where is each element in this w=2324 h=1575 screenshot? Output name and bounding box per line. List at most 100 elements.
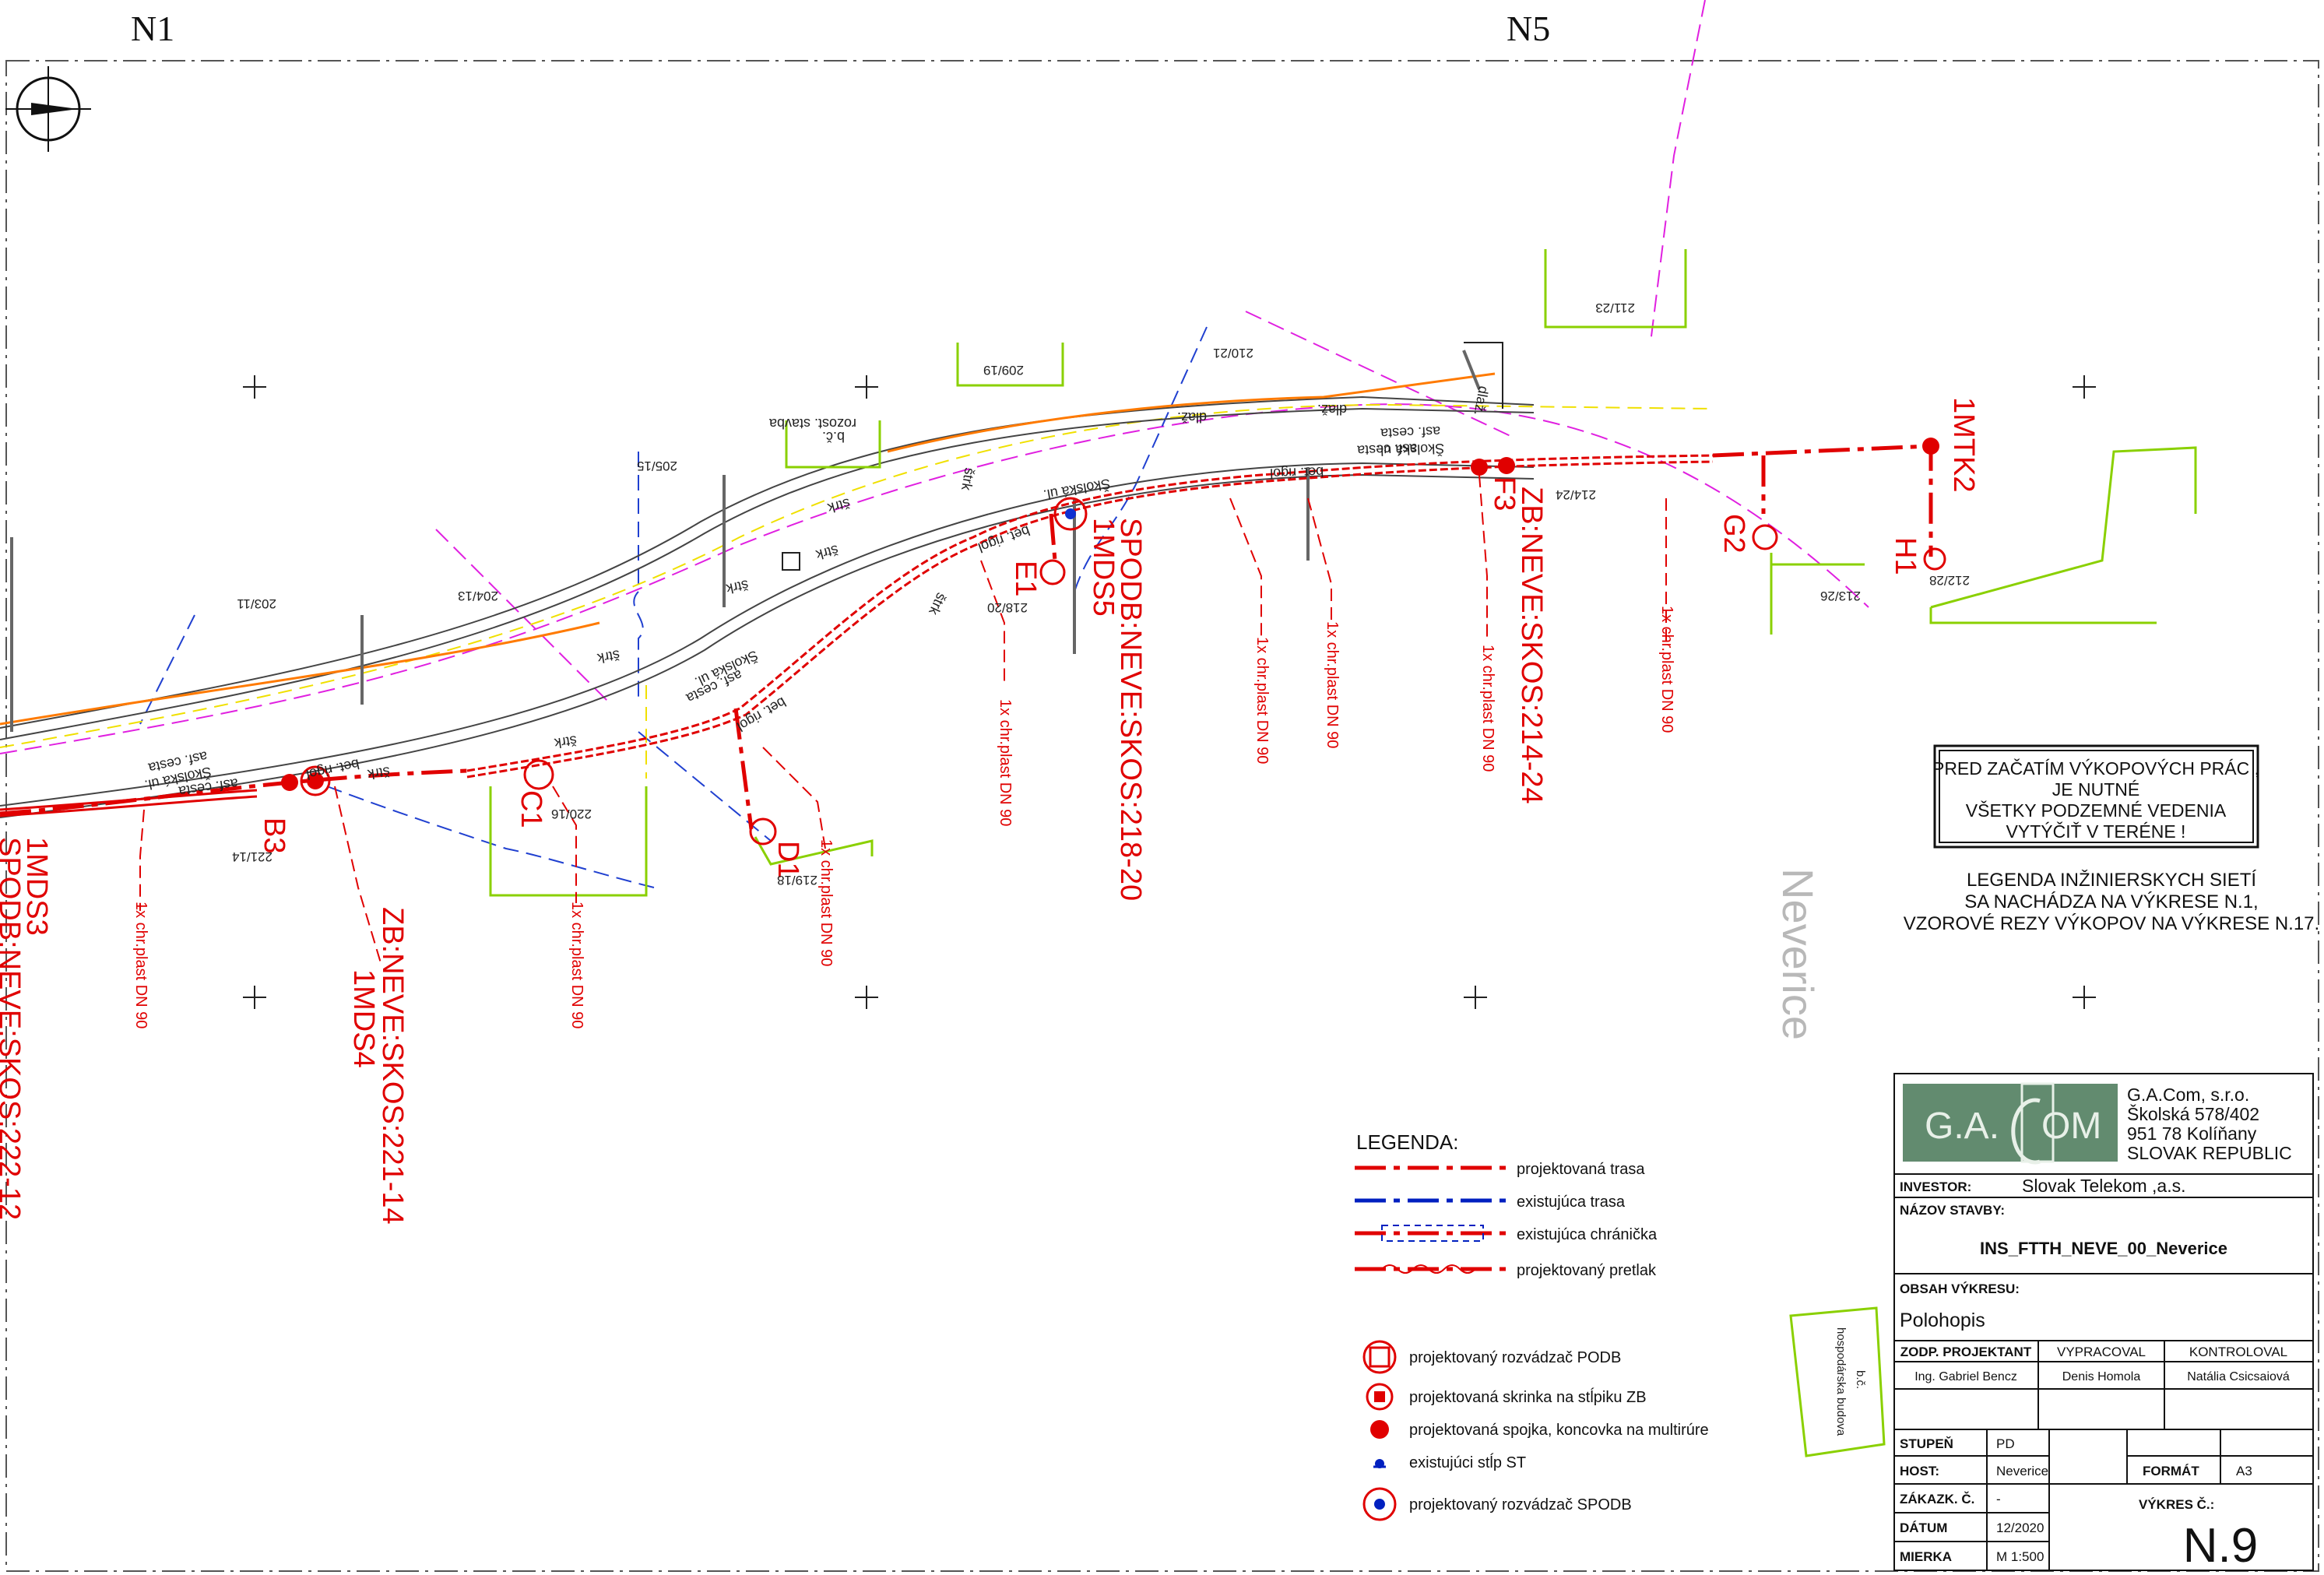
parcel-boundaries [489,249,2197,1457]
svg-text:existujúci stĺp ST: existujúci stĺp ST [1409,1453,1526,1471]
pipe-labels: 1x chr.plast DN 90 1x chr.plast DN 90 1x… [132,606,1675,1028]
svg-text:221/14: 221/14 [232,849,272,864]
road-edges [0,396,1535,818]
svg-text:Školská ul.: Školská ul. [1376,441,1445,459]
company-address: Školská 578/402 [2127,1103,2259,1124]
svg-text:203/11: 203/11 [237,596,276,611]
svg-text:220/16: 220/16 [551,807,592,821]
legend-title: LEGENDA: [1356,1130,1459,1154]
label-g2: G2 [1718,514,1750,554]
svg-text:VZOROVÉ REZY VÝKOPOV NA VÝKRES: VZOROVÉ REZY VÝKOPOV NA VÝKRESE N.17. [1904,913,2319,934]
row-value-stage: PD [1996,1436,2015,1451]
existing-utility-yellow [0,403,1714,779]
svg-text:219/18: 219/18 [777,873,817,888]
pipe-label: 1x chr.plast DN 90 [1253,637,1271,764]
svg-text:218/20: 218/20 [987,600,1028,615]
row-label-host: HOST: [1900,1464,1939,1478]
pipe-label: 1x chr.plast DN 90 [132,902,149,1028]
svg-text:214/24: 214/24 [1556,487,1596,502]
parcel-numbers: 203/11 204/13 205/15 209/19 210/21 211/2… [232,301,1970,888]
pipe-label: 1x chr.plast DN 90 [997,699,1014,826]
label-zb-221-14: ZB:NEVE:SKOS:221-14 [376,907,409,1225]
company-name: G.A.Com, s.r.o. [2127,1085,2249,1105]
svg-text:204/13: 204/13 [458,589,498,603]
svg-text:dlaž.: dlaž. [1177,410,1207,425]
role-drafter: VYPRACOVAL [2057,1345,2146,1359]
svg-text:213/26: 213/26 [1820,589,1861,603]
investor-value: Slovak Telekom ,a.s. [2022,1176,2186,1196]
person-drafter: Denis Homola [2062,1370,2141,1383]
company-country: SLOVAK REPUBLIC [2127,1143,2292,1163]
pipe-leader-lines [139,474,1667,966]
pipe-label: 1x chr.plast DN 90 [568,902,585,1028]
zb-icon [1752,524,1778,550]
svg-text:209/19: 209/19 [983,363,1024,378]
legend: LEGENDA: projektovaná trasa existujúca t… [1355,1130,1709,1521]
svg-text:štrk: štrk [825,495,852,516]
village-name: Neverice [1774,868,1823,1040]
svg-text:asf. cesta: asf. cesta [1356,441,1418,459]
spojka-icon [1922,438,1939,455]
sheet-number: N.9 [2183,1519,2258,1571]
farm-building-label: b.č. hospodárska budova [1834,1327,1867,1436]
svg-text:štrk: štrk [814,542,840,563]
svg-text:JE NUTNÉ: JE NUTNÉ [2052,779,2139,800]
sheet-label-n1: N1 [131,9,174,48]
row-label-date: DÁTUM [1900,1521,1947,1535]
svg-text:bet. rigol: bet. rigol [734,694,789,735]
sheet-number-label: VÝKRES Č.: [2139,1497,2214,1512]
route-labels: B3 C1 D1 E1 F3 G2 H1 1MTK2 1MDS3 SPODB:N… [0,397,1980,1225]
pole-legend-icon [1373,1459,1386,1468]
parcel-outline-black [782,342,1503,571]
label-e1: E1 [1009,561,1042,596]
svg-text:rozost. stavba: rozost. stavba [768,416,856,431]
svg-text:VYTÝČIŤ V TERÉNE !: VYTÝČIŤ V TERÉNE ! [2006,821,2186,842]
svg-text:hospodárska budova: hospodárska budova [1834,1327,1848,1436]
podb-legend-icon [1362,1340,1397,1374]
zb-icon [1923,547,1946,571]
person-checker: Natália Csicsaiová [2187,1370,2290,1383]
label-1mds3: 1MDS3 [20,837,53,936]
svg-text:211/23: 211/23 [1595,301,1635,315]
svg-text:projektovaná trasa: projektovaná trasa [1517,1161,1645,1178]
svg-text:projektovaný pretlak: projektovaný pretlak [1517,1262,1657,1279]
content-label: OBSAH VÝKRESU: [1900,1281,2020,1296]
svg-text:OM: OM [2041,1106,2101,1147]
warning-box: PRED ZAČATÍM VÝKOPOVÝCH PRÁC , JE NUTNÉ … [1932,744,2259,849]
fences-and-poles [10,350,1481,732]
svg-text:210/21: 210/21 [1213,346,1253,360]
svg-text:štrk: štrk [553,733,578,751]
svg-text:existujúca trasa: existujúca trasa [1517,1194,1626,1211]
label-b3: B3 [258,817,290,853]
label-spodb-218-20: SPODB:NEVE:SKOS:218-20 [1114,518,1147,901]
pipe-label: 1x chr.plast DN 90 [1658,606,1675,733]
label-1mds5: 1MDS5 [1087,518,1120,617]
person-designer: Ing. Gabriel Bencz [1914,1370,2017,1383]
svg-text:štrk: štrk [366,764,391,782]
spojka-icon [307,772,324,789]
content-value: Polohopis [1900,1310,1985,1331]
svg-text:SA NACHÁDZA NA VÝKRESE N.1,: SA NACHÁDZA NA VÝKRESE N.1, [1964,891,2258,912]
projected-pressure-line [0,454,1714,817]
zb-icon [1039,559,1066,585]
svg-text:bet. rigol: bet. rigol [1270,464,1324,481]
sheet-label-n5: N5 [1507,9,1550,48]
spodb-icon [1053,497,1088,531]
company-city: 951 78 Kolíňany [2127,1123,2257,1144]
spojka-icon [1471,459,1488,476]
zb-legend-icon [1366,1383,1394,1411]
existing-utility-orange [0,372,1496,726]
existing-utility-magenta [0,0,1869,754]
svg-text:štrk: štrk [596,647,621,666]
row-label-scale: MIERKA [1900,1549,1952,1564]
svg-text:projektovaný rozvádzač PODB: projektovaný rozvádzač PODB [1409,1349,1621,1366]
svg-text:projektovaná skrinka na stĺpik: projektovaná skrinka na stĺpiku ZB [1409,1387,1647,1406]
svg-text:VŠETKY PODZEMNÉ VEDENIA: VŠETKY PODZEMNÉ VEDENIA [1966,800,2227,821]
company-logo: G.A. OM [1903,1082,2118,1165]
svg-text:b.č.: b.č. [1854,1370,1867,1389]
street-annotations: Školská ul. asf. cesta bet. rigol asf. c… [143,385,1492,799]
label-zb-214-24: ZB:NEVE:SKOS:214-24 [1515,487,1548,804]
spojka-icon [281,774,298,791]
pipe-label: 1x chr.plast DN 90 [817,839,835,966]
